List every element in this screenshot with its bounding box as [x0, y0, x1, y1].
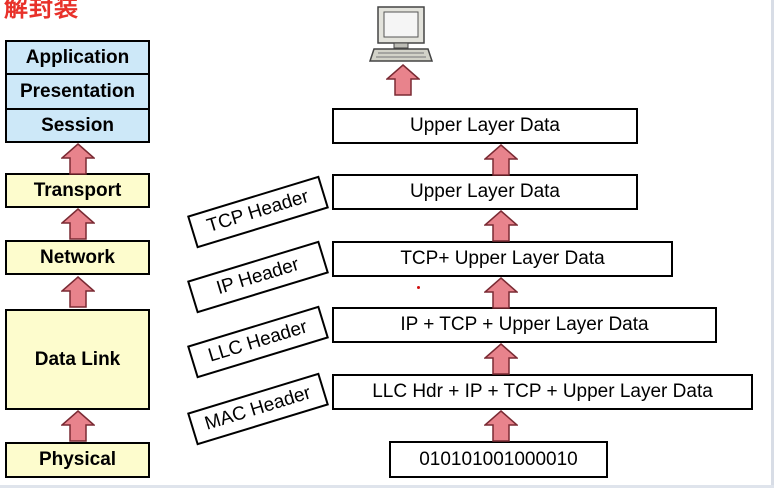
right-edge-divider: [771, 0, 774, 488]
ip-header-label: IP Header: [187, 240, 329, 314]
data-box-frame: LLC Hdr + IP + TCP + Upper Layer Data: [332, 374, 753, 410]
layer-application: Application: [5, 40, 150, 75]
computer-icon: [368, 6, 434, 62]
tcp-header-label: TCP Header: [187, 175, 329, 249]
up-arrow-icon: [61, 208, 95, 240]
up-arrow-icon: [484, 144, 518, 176]
layer-physical: Physical: [5, 442, 150, 478]
up-arrow-icon: [484, 343, 518, 375]
up-arrow-icon: [484, 410, 518, 442]
red-dot-marker: [417, 286, 420, 289]
up-arrow-icon: [484, 277, 518, 309]
bottom-edge-divider: [0, 485, 774, 488]
llc-header-label: LLC Header: [187, 305, 329, 379]
data-box-upper-layer: Upper Layer Data: [332, 174, 638, 210]
up-arrow-icon: [61, 143, 95, 175]
layer-session: Session: [5, 108, 150, 143]
up-arrow-icon: [61, 410, 95, 442]
up-arrow-icon: [61, 276, 95, 308]
up-arrow-icon: [484, 210, 518, 242]
layer-transport: Transport: [5, 173, 150, 208]
page-title: 解封装: [4, 0, 79, 22]
data-box-ip-packet: IP + TCP + Upper Layer Data: [332, 307, 717, 343]
data-box-upper-layer-top: Upper Layer Data: [332, 108, 638, 144]
data-box-bits: 010101001000010: [389, 441, 608, 478]
layer-network: Network: [5, 240, 150, 275]
up-arrow-icon: [386, 64, 420, 96]
layer-presentation: Presentation: [5, 73, 150, 110]
layer-data-link: Data Link: [5, 309, 150, 410]
mac-header-label: MAC Header: [187, 372, 329, 446]
data-box-tcp-segment: TCP+ Upper Layer Data: [332, 241, 673, 277]
